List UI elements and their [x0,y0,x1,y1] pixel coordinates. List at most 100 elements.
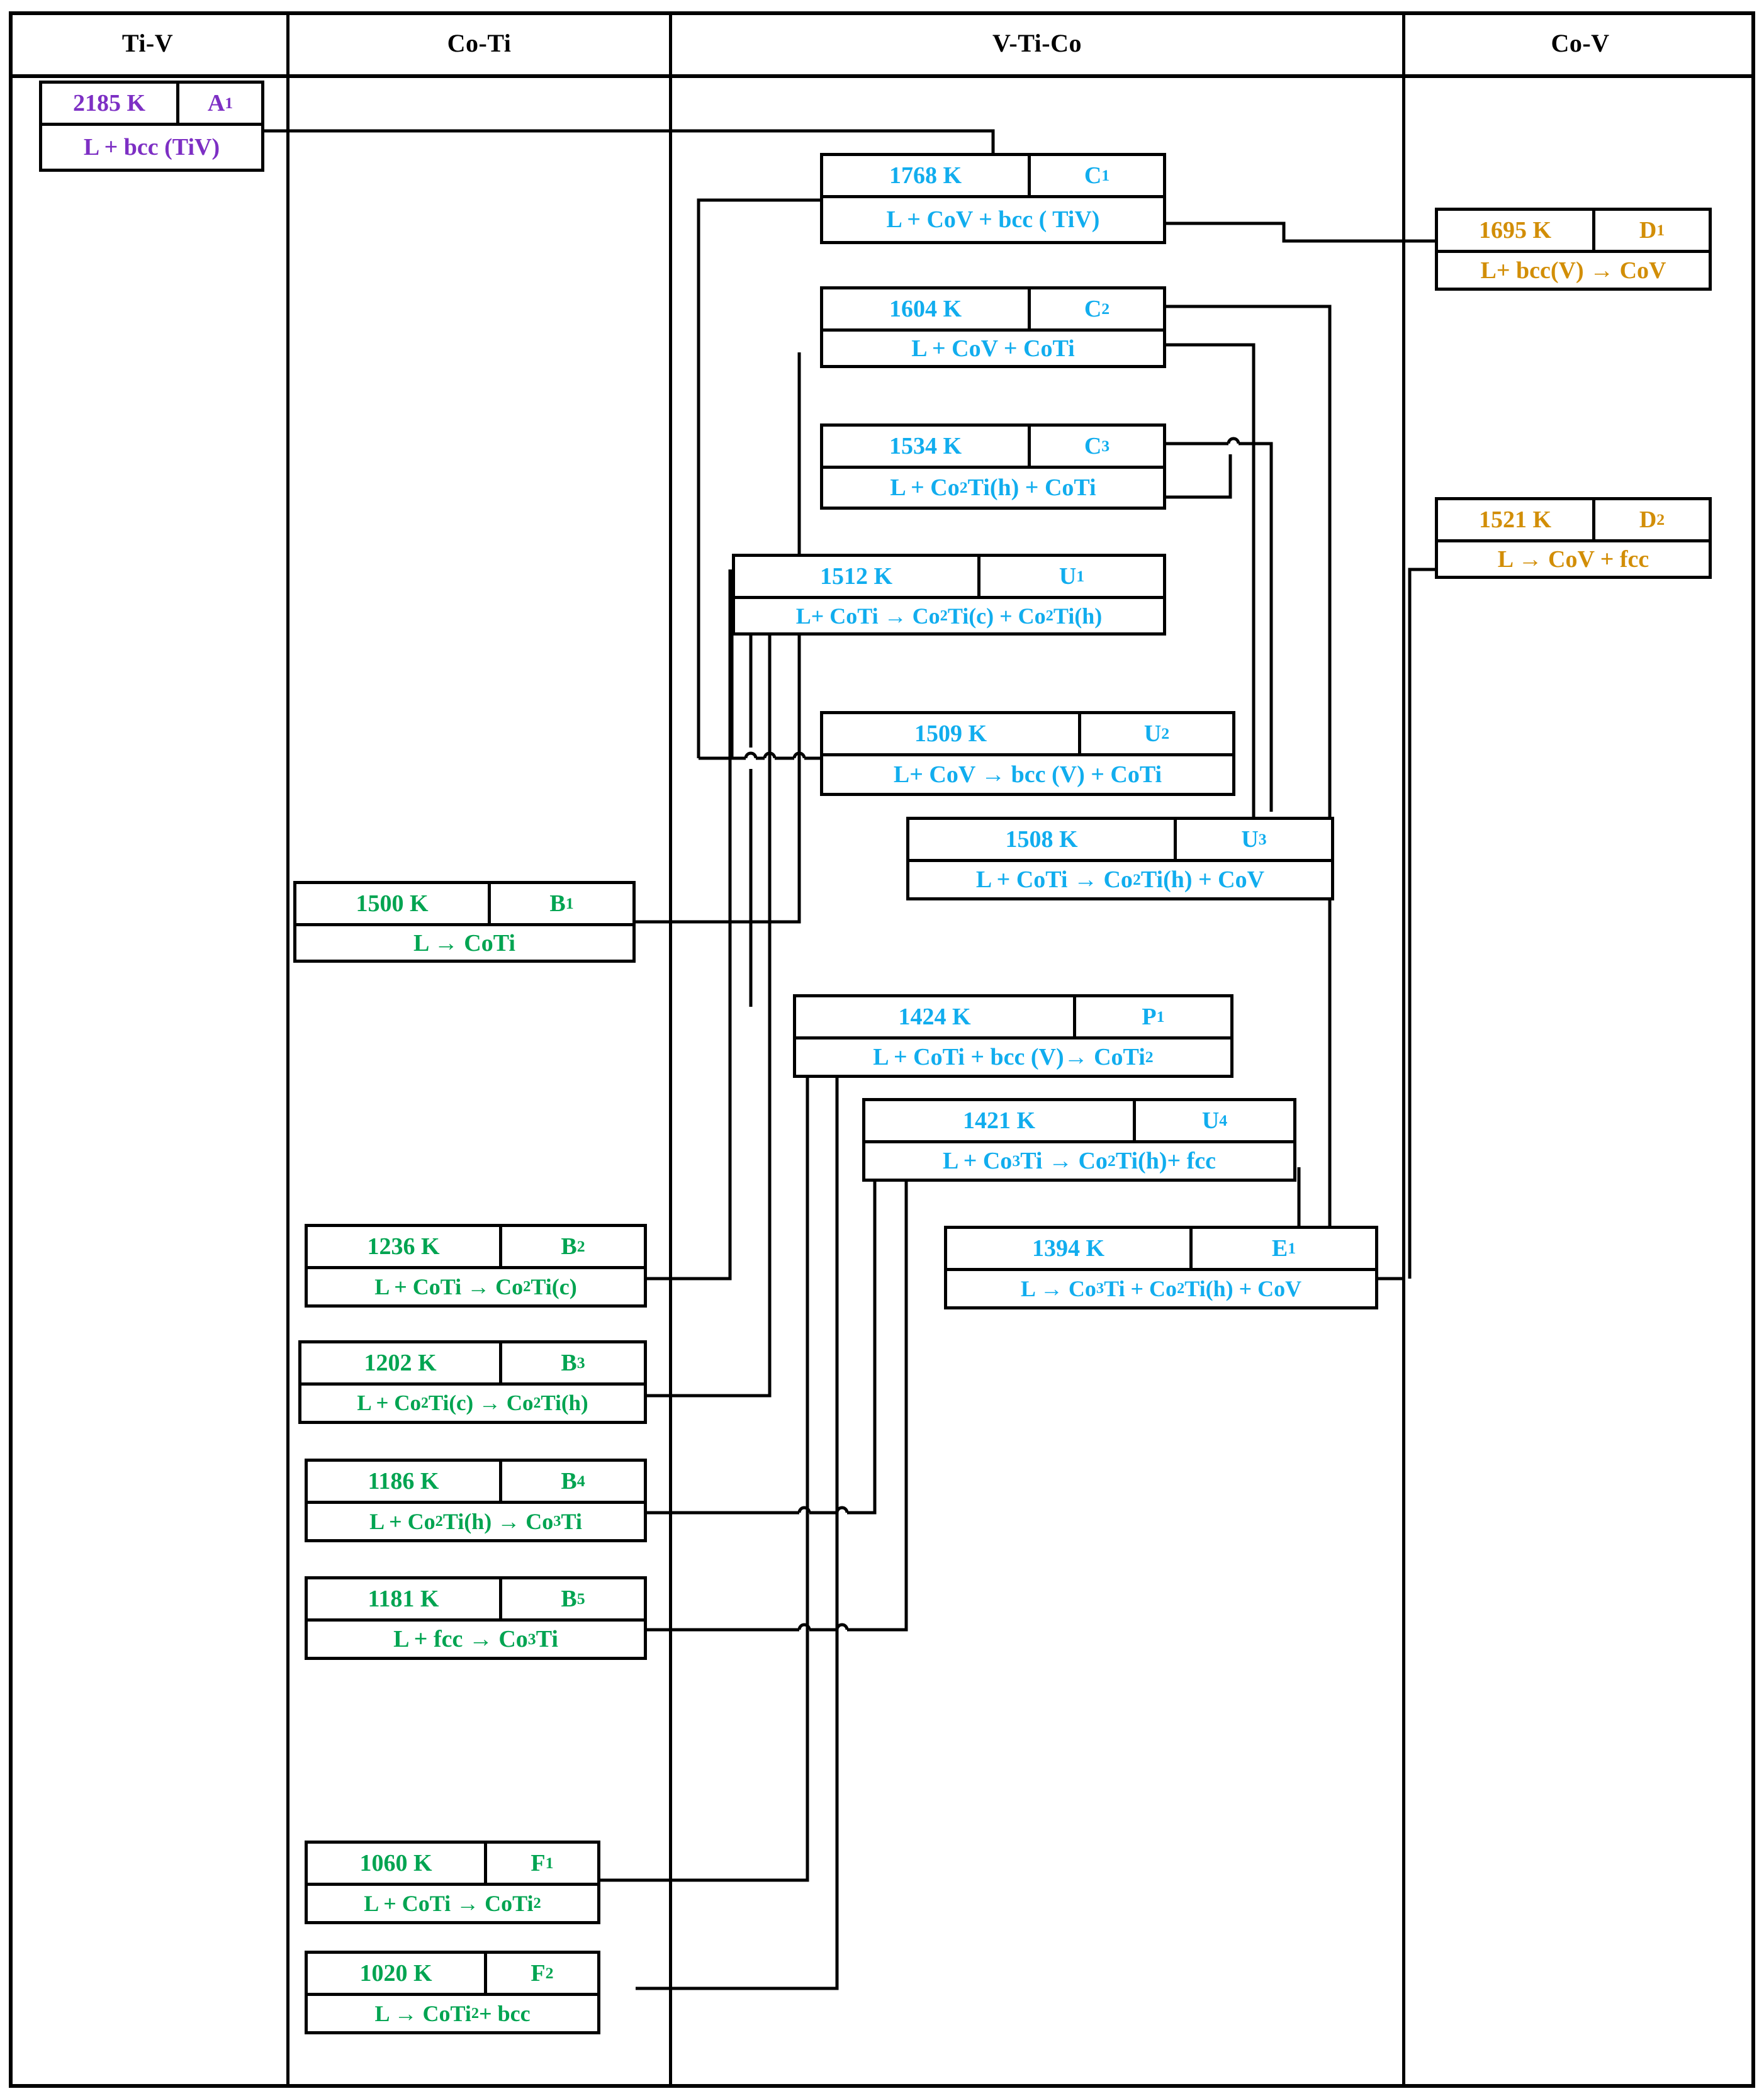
column-header-co-v: Co-V [1405,11,1755,74]
temperature-value: 1236 K [308,1227,502,1266]
diagram-frame [9,11,1755,2088]
header-label: Co-Ti [447,28,512,57]
temperature-value: 1424 K [796,997,1076,1036]
reaction-equation: L + CoV + CoTi [911,335,1075,362]
temperature-value: 1768 K [823,156,1031,195]
header-separator [9,74,1755,78]
temperature-value: 2185 K [42,84,179,123]
temperature-value: 1512 K [735,557,980,596]
header-label: V-Ti-Co [992,28,1082,57]
reaction-equation: L + bcc (TiV) [83,134,220,160]
column-header-ti-v: Ti-V [9,11,286,74]
temperature-value: 1060 K [308,1844,487,1883]
reaction-equation: L + CoV + bcc ( TiV) [886,206,1100,233]
header-label: Co-V [1551,28,1610,57]
temperature-value: 1604 K [823,289,1031,328]
column-header-v-ti-co: V-Ti-Co [672,11,1402,74]
reaction-equation: L → CoV + fcc [1497,546,1649,573]
column-divider-3 [1402,11,1405,2088]
reaction-equation: L+ CoV → bcc (V) + CoTi [893,761,1162,788]
temperature-value: 1521 K [1438,500,1595,539]
temperature-value: 1020 K [308,1954,487,1993]
reaction-equation: L → CoTi [413,929,515,956]
temperature-value: 1202 K [301,1343,502,1382]
temperature-value: 1508 K [909,820,1177,859]
temperature-value: 1500 K [296,884,491,923]
temperature-value: 1695 K [1438,211,1595,250]
temperature-value: 1509 K [823,714,1081,753]
column-divider-1 [286,11,289,2088]
column-header-co-ti: Co-Ti [289,11,669,74]
header-label: Ti-V [121,28,174,57]
temperature-value: 1534 K [823,427,1031,466]
temperature-value: 1421 K [865,1101,1136,1140]
temperature-value: 1186 K [308,1462,502,1501]
